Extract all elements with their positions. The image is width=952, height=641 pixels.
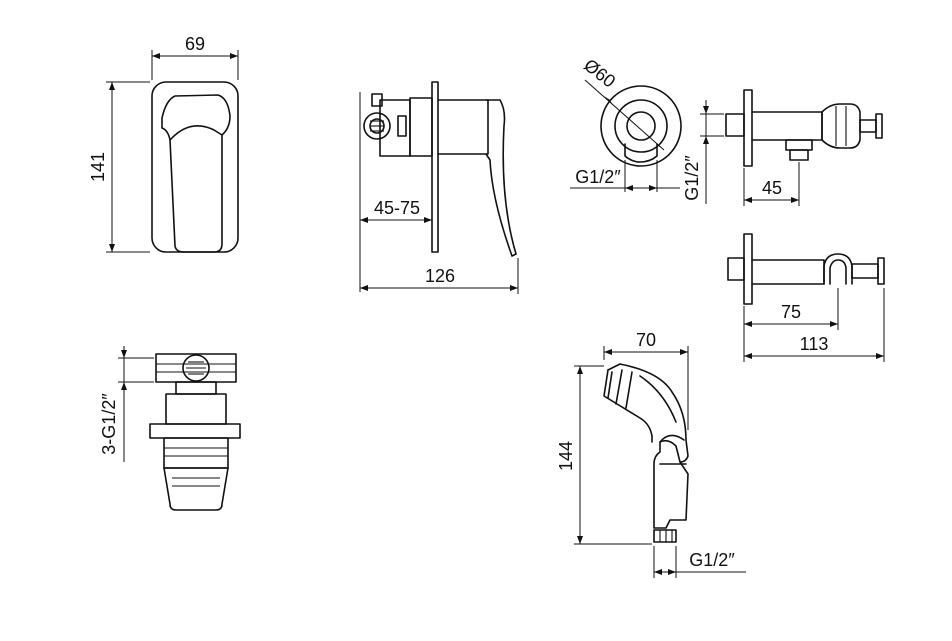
dim-spray-height: 144 (556, 441, 576, 471)
hand-spray-view: 70 144 G1/2″ (556, 330, 746, 578)
dim-mixer-width: 69 (185, 34, 205, 54)
holder-front-view: Ø60 G1/2″ (570, 55, 682, 192)
holder-side-view: G1/2″ 45 (682, 89, 883, 206)
dim-holder-side-thread: G1/2″ (682, 155, 702, 201)
dim-holder-offset: 45 (762, 178, 782, 198)
dim-mixer-height: 141 (88, 152, 108, 182)
dim-valve-threads: 3-G1/2″ (99, 393, 119, 455)
dim-mixer-total-depth: 126 (425, 266, 455, 286)
dim-mixer-depth-range: 45-75 (374, 198, 420, 218)
dim-hook-reach: 75 (781, 302, 801, 322)
hook-side-view: 75 113 (727, 233, 885, 362)
valve-body-view: 3-G1/2″ (99, 346, 241, 511)
dim-spray-thread: G1/2″ (689, 550, 735, 570)
mixer-side-view: 45-75 126 (359, 81, 519, 294)
dim-holder-diameter: Ø60 (580, 55, 619, 92)
mixer-front-view: 69 141 (88, 34, 239, 253)
dim-hook-total: 113 (800, 334, 829, 354)
dim-spray-width: 70 (636, 330, 656, 350)
dim-holder-thread: G1/2″ (575, 167, 621, 187)
